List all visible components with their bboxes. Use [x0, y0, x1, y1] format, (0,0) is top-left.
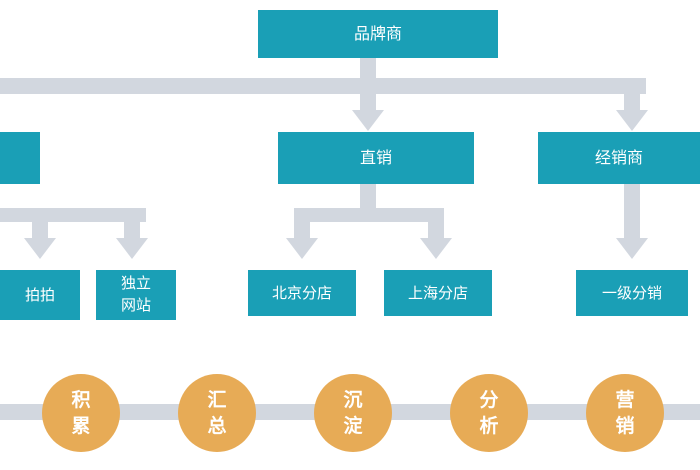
level3-independent-site-box: 独立 网站 — [96, 270, 176, 320]
process-circle-3-line2: 淀 — [343, 415, 363, 437]
process-circle-2: 汇 总 — [178, 374, 256, 452]
process-circle-2-line1: 汇 — [207, 389, 227, 411]
process-circle-1-line2: 累 — [71, 415, 91, 437]
level2-left-box — [0, 132, 40, 184]
process-circle-4-line1: 分 — [479, 389, 499, 411]
beijing-label: 北京分店 — [271, 284, 332, 302]
level3-paipai-box: 拍拍 — [0, 270, 80, 320]
level2-distributor-box: 经销商 — [538, 132, 700, 184]
process-circle-4-line2: 析 — [479, 415, 499, 437]
process-circle-5-line2: 销 — [615, 415, 635, 437]
level3-beijing-box: 北京分店 — [248, 270, 356, 316]
root-box-brand-owner: 品牌商 — [258, 10, 498, 58]
process-circle-5: 营 销 — [586, 374, 664, 452]
shanghai-label: 上海分店 — [407, 284, 468, 302]
root-label: 品牌商 — [353, 24, 402, 43]
independent-site-label-line1: 独立 — [120, 274, 151, 292]
process-circle-1-line1: 积 — [71, 389, 91, 411]
direct-sales-label: 直销 — [359, 148, 392, 167]
level3-shanghai-box: 上海分店 — [384, 270, 492, 316]
level2-direct-sales-box: 直销 — [278, 132, 474, 184]
distributor-label: 经销商 — [594, 148, 643, 167]
process-circle-2-line2: 总 — [207, 415, 227, 437]
process-circle-3-line1: 沉 — [343, 389, 363, 411]
paipai-label: 拍拍 — [24, 286, 55, 304]
process-circle-5-line1: 营 — [615, 389, 635, 411]
level3-first-distributor-box: 一级分销 — [576, 270, 688, 316]
process-circle-4: 分 析 — [450, 374, 528, 452]
first-distributor-label: 一级分销 — [601, 284, 662, 302]
independent-site-label-line2: 网站 — [120, 296, 151, 314]
process-circle-3: 沉 淀 — [314, 374, 392, 452]
process-circle-1: 积 累 — [42, 374, 120, 452]
